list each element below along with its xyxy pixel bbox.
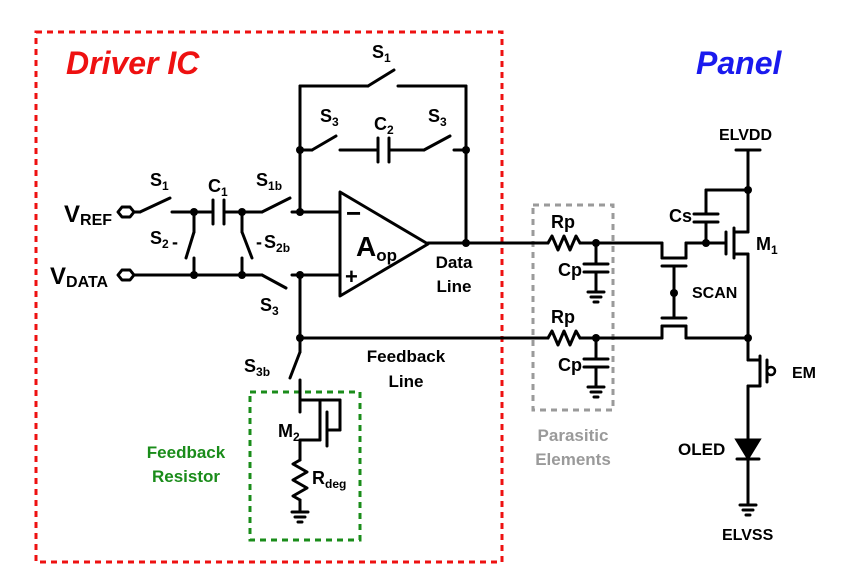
s2b-label-dash: - [256,232,262,252]
feedback-network [296,68,470,245]
s2-switch-blade [184,230,196,260]
data-line-label-1: Data [436,253,473,272]
parasitic-label-2: Elements [535,450,611,469]
cs-label: Cs [669,206,692,226]
s1-input-label: S1 [150,170,169,193]
feedback-resistor-label-1: Feedback [147,443,226,462]
s1b-label: S1b [256,170,282,193]
s1-feedback-label: S1 [372,42,391,65]
s2b-switch-blade [240,230,254,260]
s1-input-switch-blade [138,196,172,214]
feedback-line-label-1: Feedback [367,347,446,366]
vref-label: VREF [64,201,112,229]
aop-label: Aop [356,231,397,265]
cp-top-label: Cp [558,260,582,280]
s2-label: S2 [150,228,169,251]
s3-right-switch-blade [422,134,452,152]
oled-label: OLED [678,440,725,459]
pixel-circuit [660,148,777,517]
s3-left-label: S3 [320,106,339,129]
s3-input-label: S3 [260,295,279,318]
driver-ic-title: Driver IC [66,45,200,81]
feedback-line-label-2: Line [389,372,424,391]
rdeg-label: Rdeg [312,468,346,491]
data-line-label-2: Line [437,277,472,296]
s1b-switch-blade [260,196,292,214]
scan-label: SCAN [692,285,737,302]
vdata-label: VDATA [50,263,109,291]
m2-label: M2 [278,421,300,444]
vref-terminal: VREF [64,201,136,229]
parasitic-label-1: Parasitic [538,426,609,445]
driver-ic-box [34,30,504,564]
c2-label: C2 [374,114,394,137]
s3-right-label: S3 [428,106,447,129]
elvdd-label: ELVDD [719,127,772,144]
component-labels: S1 S3 C2 S3 S1 C1 S1b S2 - - S2b S3 S3b … [150,42,816,544]
data-line [426,234,664,252]
panel-title: Panel [696,45,782,81]
s2-label-dash: - [172,232,178,252]
s1-feedback-switch-blade [366,68,396,88]
em-label: EM [792,365,816,382]
vdata-terminal: VDATA [50,263,136,291]
s3-input-switch-blade [260,273,288,290]
rp-bottom-label: Rp [551,307,575,327]
feedback-resistor-label-2: Resistor [152,467,220,486]
s3b-switch-blade [288,350,302,380]
opamp-plus: + [345,264,358,289]
s2b-label: S2b [264,232,290,255]
m1-label: M1 [756,234,778,257]
s3-left-switch-blade [310,134,338,152]
feedback-resistor-box [248,390,362,542]
input-wiring [132,196,342,290]
feedback-line [288,273,664,402]
parasitic-cap-top [582,241,610,304]
s3b-label: S3b [244,356,270,379]
opamp-minus: − [346,198,361,228]
parasitic-cap-bottom [582,336,610,399]
rp-top-label: Rp [551,212,575,232]
feedback-resistor-circuit [290,398,342,524]
elvss-label: ELVSS [722,527,774,544]
c1-label: C1 [208,176,228,199]
opamp: − + Aop [338,190,430,298]
parasitic-box [531,203,615,412]
cp-bottom-label: Cp [558,355,582,375]
